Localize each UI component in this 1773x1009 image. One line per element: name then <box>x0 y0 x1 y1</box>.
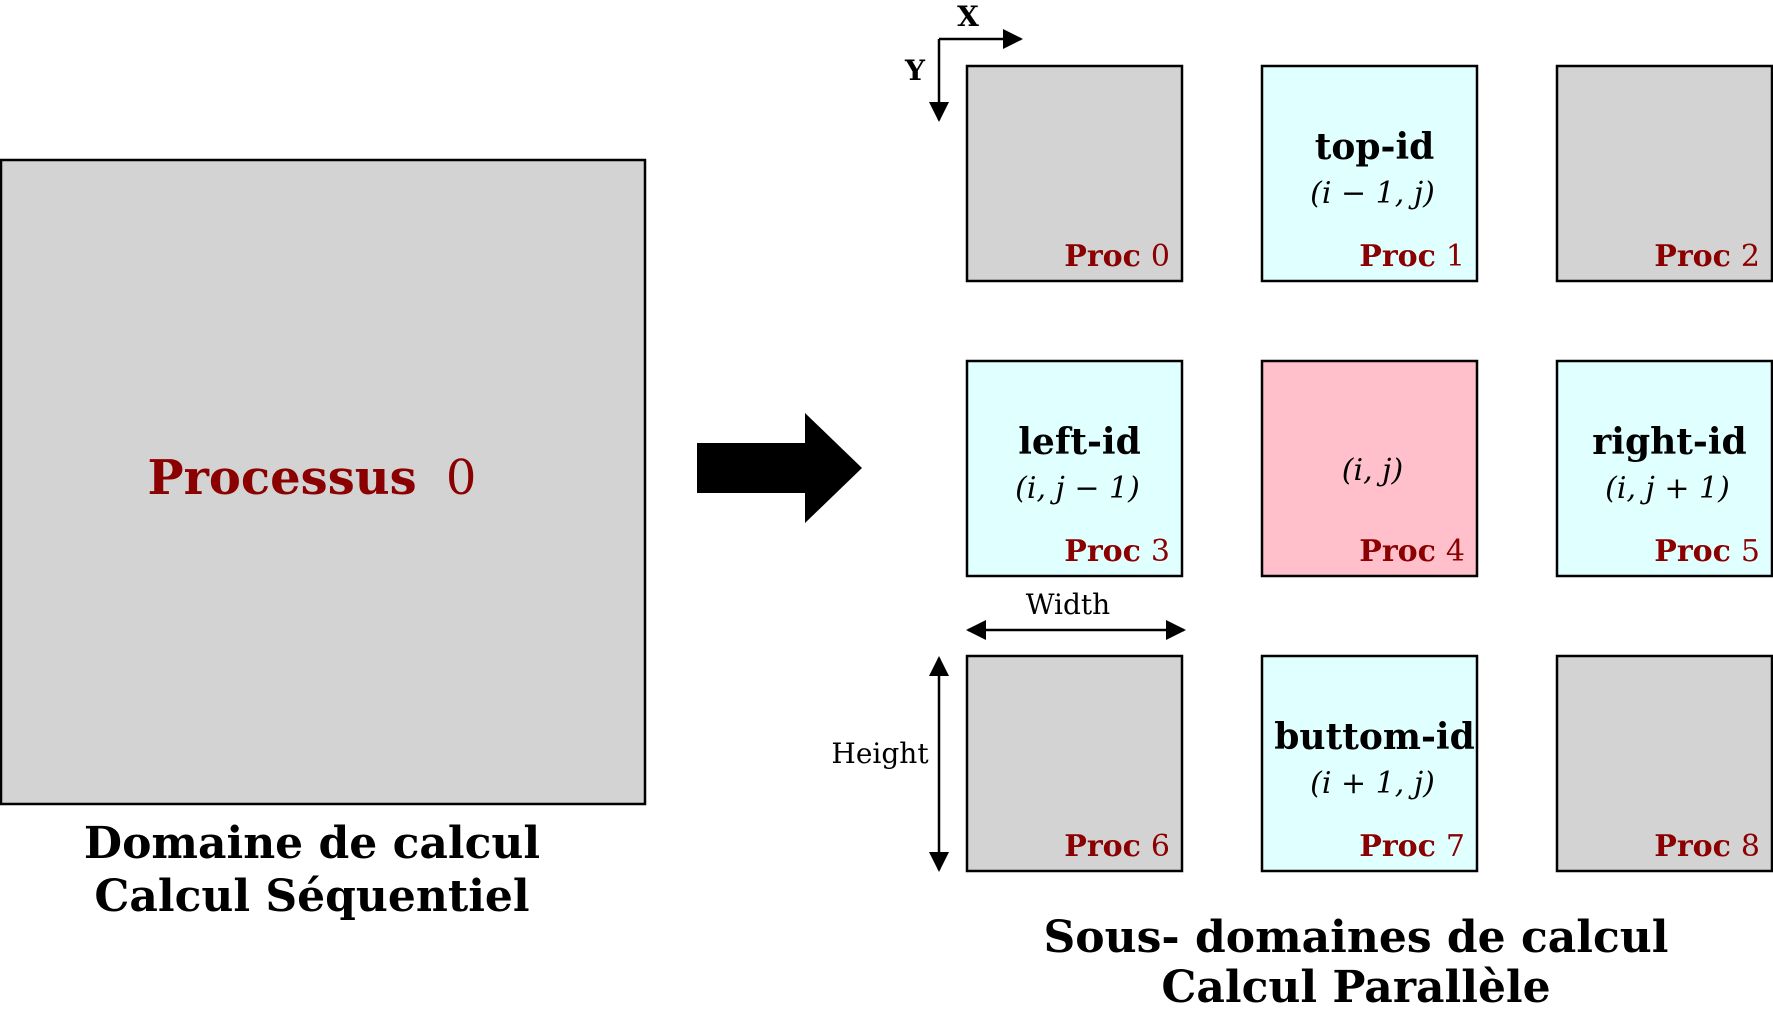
proc-word: Proc <box>1359 534 1436 569</box>
subdomain-box <box>1555 64 1773 283</box>
proc-word: Proc <box>1359 239 1436 274</box>
subdomain-box <box>965 359 1184 578</box>
subdomain-coordinates: (i + 1, j) <box>1310 766 1435 801</box>
subdomain-coordinates: (i, j − 1) <box>1015 471 1140 506</box>
sequential-caption-line2: Calcul Séquentiel <box>94 871 529 922</box>
proc-number: 0 <box>1151 239 1170 274</box>
subdomain-coordinates: (i, j + 1) <box>1605 471 1730 506</box>
proc-number: 3 <box>1151 534 1170 569</box>
proc-label: Proc 2 <box>1654 239 1760 274</box>
subdomain-coordinates: (i − 1, j) <box>1310 176 1435 211</box>
subdomain-title: top-id <box>1315 126 1435 168</box>
parallel-caption-line1: Sous- domaines de calcul <box>1043 912 1668 963</box>
width-label: Width <box>1026 588 1110 621</box>
proc-label: Proc 8 <box>1654 829 1760 864</box>
proc-number: 4 <box>1446 534 1465 569</box>
proc-label: Proc 4 <box>1359 534 1465 569</box>
subdomain-coordinates: (i, j) <box>1342 453 1403 488</box>
subdomain-cell: buttom-id (i + 1, j) Proc 7 <box>1260 654 1479 873</box>
subdomain-title: right-id <box>1592 421 1746 463</box>
axis-x-label: X <box>957 0 979 33</box>
proc-number: 7 <box>1446 829 1465 864</box>
sequential-caption-line1: Domaine de calcul <box>84 818 540 869</box>
subdomain-cell: Proc 2 <box>1555 64 1773 283</box>
proc-word: Proc <box>1064 829 1141 864</box>
subdomain-cell: right-id (i, j + 1) Proc 5 <box>1555 359 1773 578</box>
proc-label: Proc 1 <box>1359 239 1465 274</box>
process-label: Processus 0 <box>148 450 477 506</box>
proc-word: Proc <box>1359 829 1436 864</box>
subdomain-box <box>1260 359 1479 578</box>
subdomain-cell: left-id (i, j − 1) Proc 3 <box>965 359 1184 578</box>
subdomain-title: left-id <box>1018 421 1140 463</box>
subdomain-cell: Proc 6 <box>965 654 1184 873</box>
parallel-caption-line2: Calcul Parallèle <box>1161 962 1550 1009</box>
proc-number: 5 <box>1741 534 1760 569</box>
subdomain-title: buttom-id <box>1274 716 1475 758</box>
subdomain-cell: (i, j) Proc 4 <box>1260 359 1479 578</box>
proc-number: 6 <box>1151 829 1170 864</box>
proc-word: Proc <box>1654 829 1731 864</box>
proc-number: 1 <box>1446 239 1465 274</box>
sequential-domain-box <box>0 158 647 806</box>
subdomain-box <box>1555 654 1773 873</box>
proc-word: Proc <box>1654 534 1731 569</box>
proc-label: Proc 3 <box>1064 534 1170 569</box>
proc-number: 2 <box>1741 239 1760 274</box>
subdomain-box <box>965 654 1184 873</box>
axis-y-label: Y <box>904 54 926 87</box>
proc-number: 8 <box>1741 829 1760 864</box>
subdomain-box <box>965 64 1184 283</box>
proc-label: Proc 6 <box>1064 829 1170 864</box>
subdomain-cell: Proc 8 <box>1555 654 1773 873</box>
process-number: 0 <box>446 450 477 506</box>
subdomain-box <box>1555 359 1773 578</box>
proc-label: Proc 0 <box>1064 239 1170 274</box>
subdomain-box <box>1260 654 1479 873</box>
proc-word: Proc <box>1064 534 1141 569</box>
subdomain-box <box>1260 64 1479 283</box>
subdomain-cell: Proc 0 <box>965 64 1184 283</box>
height-label: Height <box>831 737 929 770</box>
process-word: Processus <box>148 450 417 506</box>
transition-arrow-icon <box>697 413 862 523</box>
proc-label: Proc 5 <box>1654 534 1760 569</box>
proc-word: Proc <box>1654 239 1731 274</box>
subdomain-cell: top-id (i − 1, j) Proc 1 <box>1260 64 1479 283</box>
proc-label: Proc 7 <box>1359 829 1465 864</box>
proc-word: Proc <box>1064 239 1141 274</box>
